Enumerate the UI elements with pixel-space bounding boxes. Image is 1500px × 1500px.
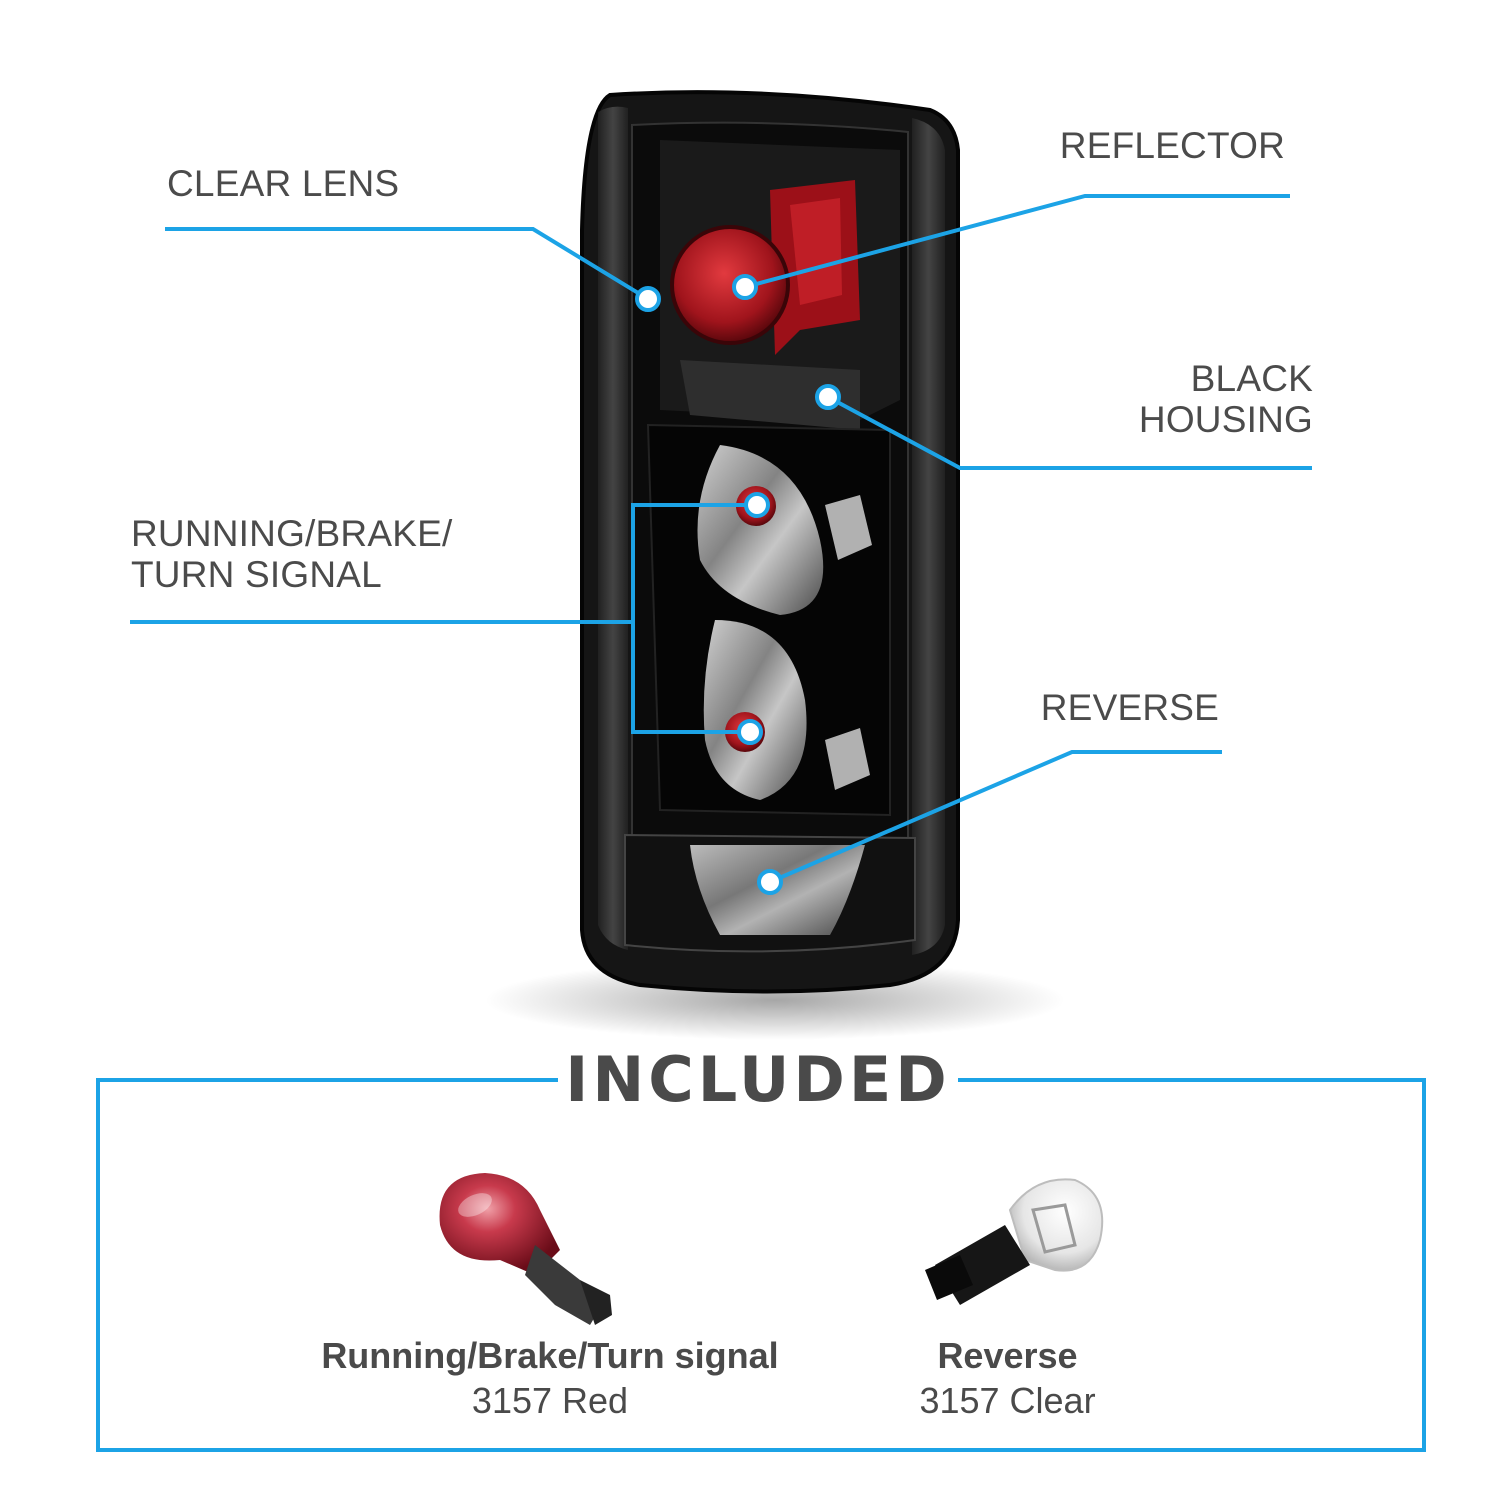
black-housing-line [827, 395, 1312, 470]
black-housing-label-line2: HOUSING [1138, 399, 1313, 440]
clear-bulb-icon [925, 1178, 1104, 1305]
running-dot-upper [744, 492, 770, 518]
reflector-dot [732, 274, 758, 300]
bulb-name-reverse: Reverse [937, 1335, 1078, 1376]
upper-block-shade [680, 360, 860, 430]
chrome-cup-upper [697, 445, 824, 615]
black-housing-dot [815, 384, 841, 410]
bulb-spec-reverse: 3157 Clear [919, 1380, 1096, 1421]
running-label-line1: RUNNING/BRAKE/ [131, 513, 453, 554]
clear-lens-dot [635, 286, 661, 312]
reflector-label: REFLECTOR [1059, 125, 1285, 166]
running-dot-lower [737, 719, 763, 745]
included-title: INCLUDED [558, 1040, 958, 1120]
bulb-caption-reverse: Reverse 3157 Clear [880, 1334, 1135, 1424]
round-reflector [670, 225, 790, 345]
housing-left-edge [598, 106, 628, 950]
chrome-cup-lower [703, 620, 807, 800]
bulb-caption-running: Running/Brake/Turn signal 3157 Red [290, 1334, 810, 1424]
red-bulb-icon [439, 1173, 612, 1325]
bulb-spec-running: 3157 Red [471, 1380, 629, 1421]
chrome-wing-lower [825, 728, 870, 790]
reverse-dot [757, 869, 783, 895]
chrome-wing-upper [825, 495, 872, 560]
black-housing-label-line1: BLACK [1190, 358, 1313, 399]
reverse-line [769, 750, 1222, 884]
bulb-name-running: Running/Brake/Turn signal [321, 1335, 779, 1376]
running-label-line2: TURN SIGNAL [131, 554, 382, 595]
clear-lens-line [165, 227, 650, 301]
clear-lens-label: CLEAR LENS [167, 163, 400, 204]
reflector-line [744, 194, 1290, 289]
housing-right-edge [912, 118, 945, 955]
running-line [130, 503, 757, 624]
reverse-label: REVERSE [1040, 687, 1219, 728]
running-line-lower [631, 622, 750, 734]
callout-lines [130, 194, 1312, 895]
red-reflector-highlight [790, 198, 842, 305]
